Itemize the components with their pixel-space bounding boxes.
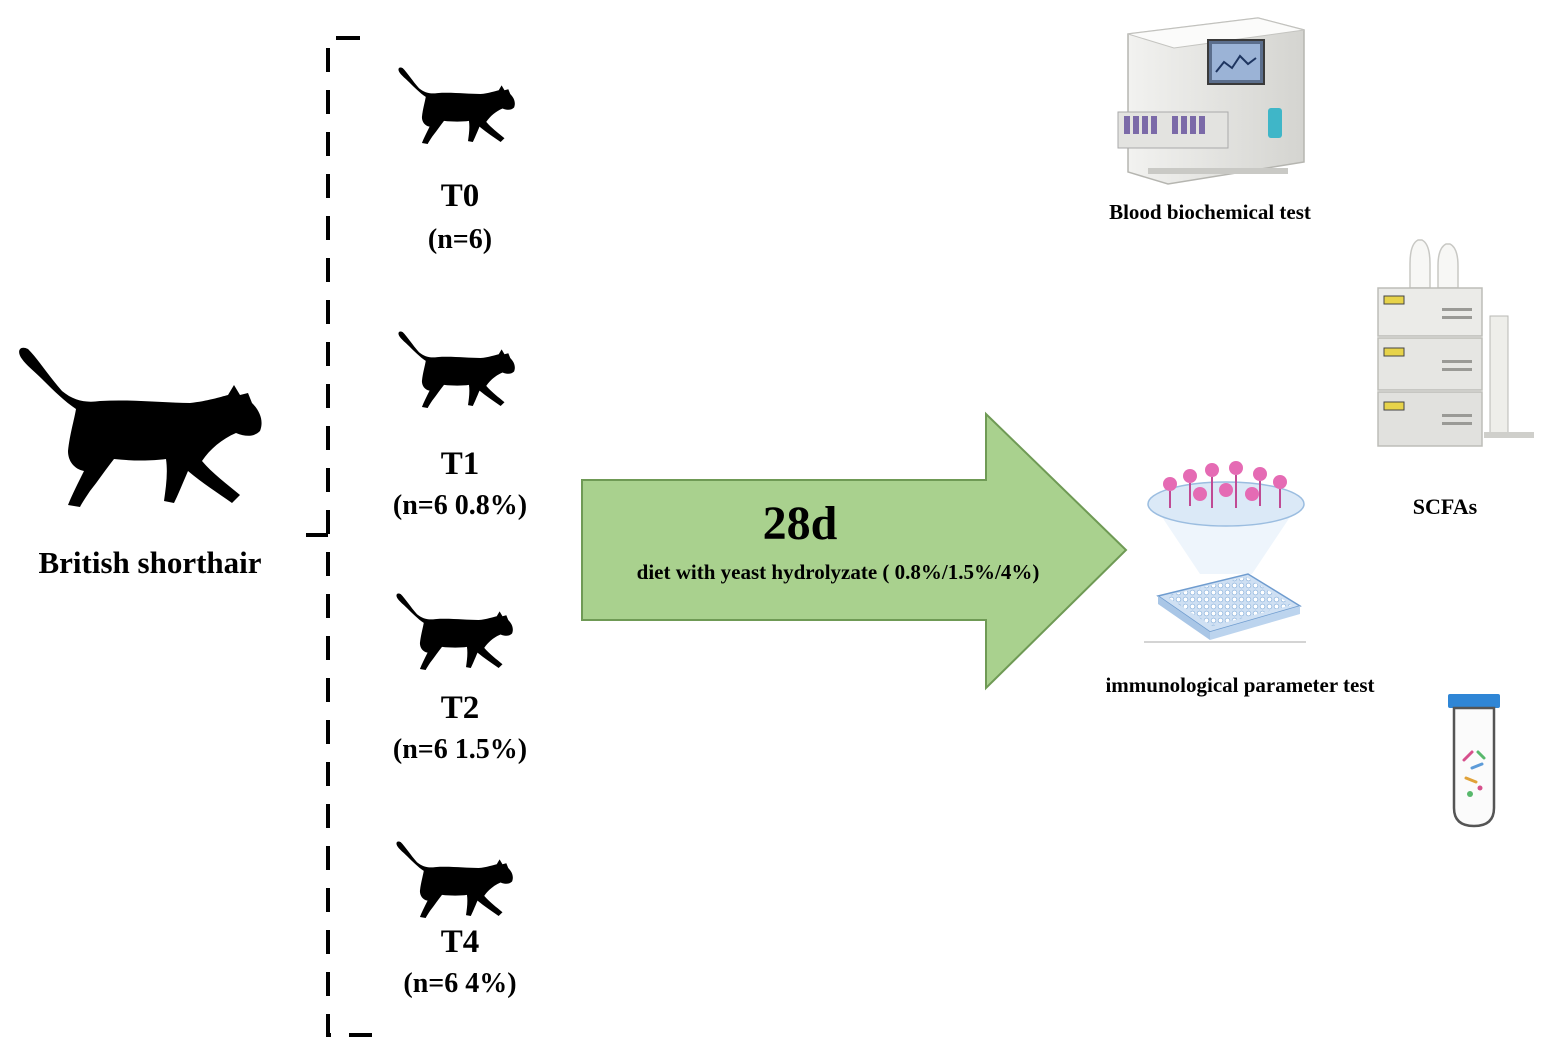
duration-label: 28d (762, 497, 838, 550)
group-title: T2 (440, 690, 480, 726)
blood-analyzer-icon (1117, 17, 1305, 185)
source-label: British shorthair (38, 545, 262, 580)
group-detail: (n=6) (427, 224, 493, 255)
blood-test-label: Blood biochemical test (1109, 200, 1311, 224)
group-detail: (n=6 1.5%) (392, 734, 528, 765)
scfa-label: SCFAs (1412, 494, 1478, 519)
hplc-instrument-icon (1377, 239, 1534, 447)
immuno-test-label: immunological parameter test (1105, 673, 1375, 697)
group-detail: (n=6 0.8%) (392, 490, 528, 521)
elisa-plate-icon (1144, 461, 1306, 643)
group-detail: (n=6 4%) (403, 968, 517, 999)
treatment-arrow (581, 411, 1128, 691)
cat-silhouette-icon (396, 66, 516, 148)
diet-description: diet with yeast hydrolyzate ( 0.8%/1.5%/… (636, 560, 1040, 584)
cat-silhouette-icon (394, 592, 514, 674)
group-title: T0 (440, 178, 480, 214)
group-title: T1 (440, 446, 480, 482)
cat-silhouette-icon (394, 840, 514, 922)
test-tube-icon (1448, 694, 1500, 828)
cat-silhouette-icon (14, 345, 264, 515)
group-title: T4 (440, 924, 480, 960)
group-bracket (306, 36, 372, 1037)
cat-silhouette-icon (396, 330, 516, 412)
